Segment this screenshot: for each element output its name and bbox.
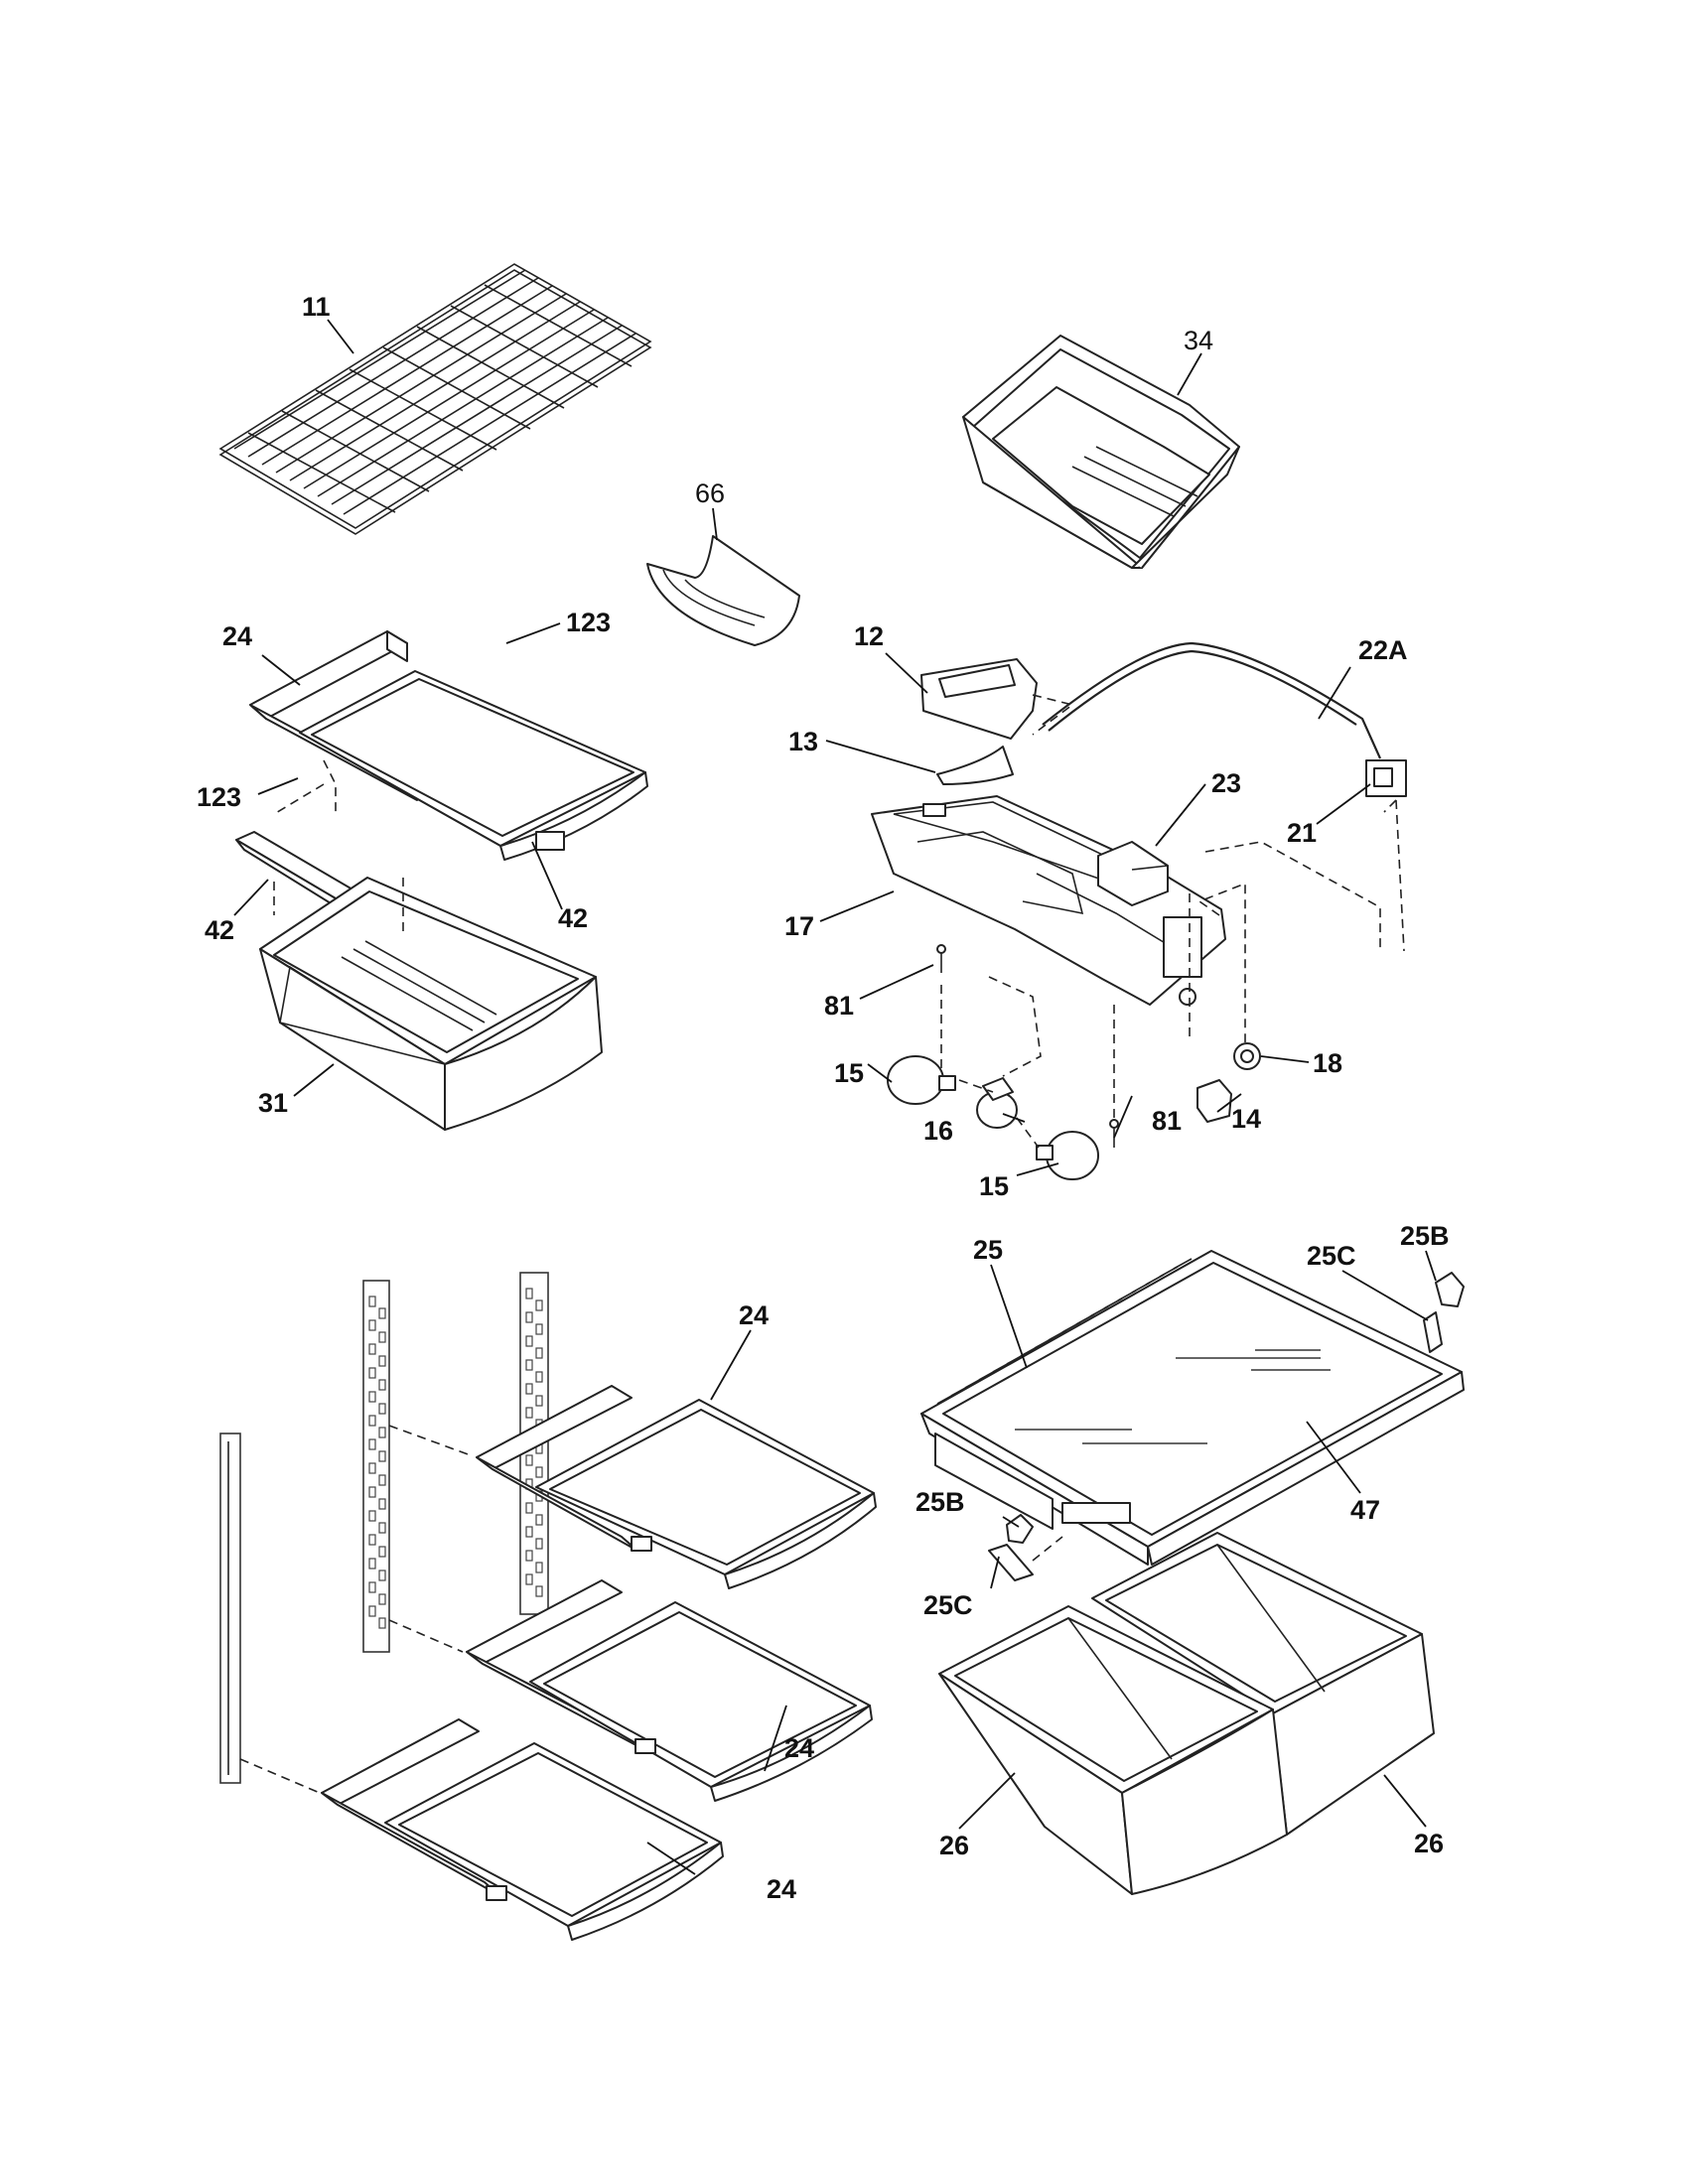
leader-lines xyxy=(233,319,1437,1875)
part-17-light-housing xyxy=(871,795,1226,1006)
part-13-lens xyxy=(936,746,1014,785)
callout-81-left: 81 xyxy=(824,991,854,1021)
part-24-upper-shelf xyxy=(249,630,648,861)
part-16-socket xyxy=(976,1077,1018,1129)
callout-25c-upper: 25C xyxy=(1307,1241,1356,1271)
callout-47: 47 xyxy=(1350,1495,1380,1525)
dashed-guides-crisper xyxy=(1032,1536,1063,1562)
callout-42-right: 42 xyxy=(558,903,588,933)
callout-81-right: 81 xyxy=(1152,1106,1182,1136)
callout-16: 16 xyxy=(923,1116,953,1146)
callout-25b-upper: 25B xyxy=(1400,1221,1450,1251)
callout-15-right: 15 xyxy=(979,1171,1009,1201)
part-15-bulbs xyxy=(887,1055,1099,1180)
part-24-lower-shelf-top xyxy=(476,1385,877,1589)
part-81-screws xyxy=(936,944,1119,1148)
dashed-guides-lower-left xyxy=(239,1425,472,1794)
callout-24-bottom-shelf: 24 xyxy=(767,1874,796,1904)
callout-11: 11 xyxy=(302,292,331,322)
part-26-crisper-drawer-right xyxy=(1091,1532,1435,1836)
part-25b-clip-lower xyxy=(1006,1514,1034,1544)
callout-14: 14 xyxy=(1231,1104,1261,1134)
callout-13: 13 xyxy=(788,727,818,756)
wall-rail-center xyxy=(362,1280,390,1653)
callout-12: 12 xyxy=(854,621,884,651)
part-11-wire-shelf xyxy=(218,263,652,535)
callout-labels: 11 34 66 24 123 123 42 42 31 12 13 22A 2… xyxy=(197,292,1450,1904)
callout-25c-lower: 25C xyxy=(923,1590,973,1620)
part-66-channel xyxy=(646,535,800,646)
callout-25b-lower: 25B xyxy=(915,1487,965,1517)
part-25c-bracket-lower xyxy=(988,1544,1034,1581)
callout-24-upper: 24 xyxy=(222,621,252,651)
part-23-control xyxy=(1097,841,1169,906)
part-31-drawer xyxy=(259,877,603,1131)
callout-23: 23 xyxy=(1211,768,1241,798)
callout-66: 66 xyxy=(695,478,725,508)
callout-17: 17 xyxy=(784,911,814,941)
callout-123-upper: 123 xyxy=(566,608,611,637)
callout-18: 18 xyxy=(1313,1048,1342,1078)
callout-26-right: 26 xyxy=(1414,1829,1444,1858)
part-12-baffle xyxy=(920,658,1038,740)
dashed-guides-upper-left xyxy=(273,759,404,931)
part-24-lower-shelf-bottom xyxy=(321,1718,724,1941)
callout-31: 31 xyxy=(258,1088,288,1118)
callout-42-left: 42 xyxy=(205,915,234,945)
part-25b-clip-upper xyxy=(1435,1272,1465,1307)
callout-123-lower: 123 xyxy=(197,782,241,812)
callout-24-top-shelf: 24 xyxy=(739,1300,769,1330)
part-25c-bracket-upper xyxy=(1423,1311,1443,1353)
part-25-crisper-cover xyxy=(920,1250,1465,1566)
part-34-bin xyxy=(962,335,1240,569)
callout-24-middle-shelf: 24 xyxy=(784,1733,814,1763)
part-14-switch xyxy=(1196,1079,1232,1123)
callout-34: 34 xyxy=(1184,326,1213,355)
dashed-guides-light-assembly xyxy=(940,694,1405,1149)
part-24-lower-shelf-middle xyxy=(466,1579,873,1802)
wall-rail-left xyxy=(219,1433,241,1784)
part-22a-cable xyxy=(1042,641,1382,759)
callout-26-left: 26 xyxy=(939,1831,969,1860)
callout-21: 21 xyxy=(1287,818,1317,848)
part-21-switch xyxy=(1365,759,1407,797)
part-26-crisper-drawer-left xyxy=(938,1605,1288,1895)
callout-25: 25 xyxy=(973,1235,1003,1265)
part-18-knob xyxy=(1233,1042,1261,1070)
callout-22a: 22A xyxy=(1358,635,1408,665)
callout-15-left: 15 xyxy=(834,1058,864,1088)
